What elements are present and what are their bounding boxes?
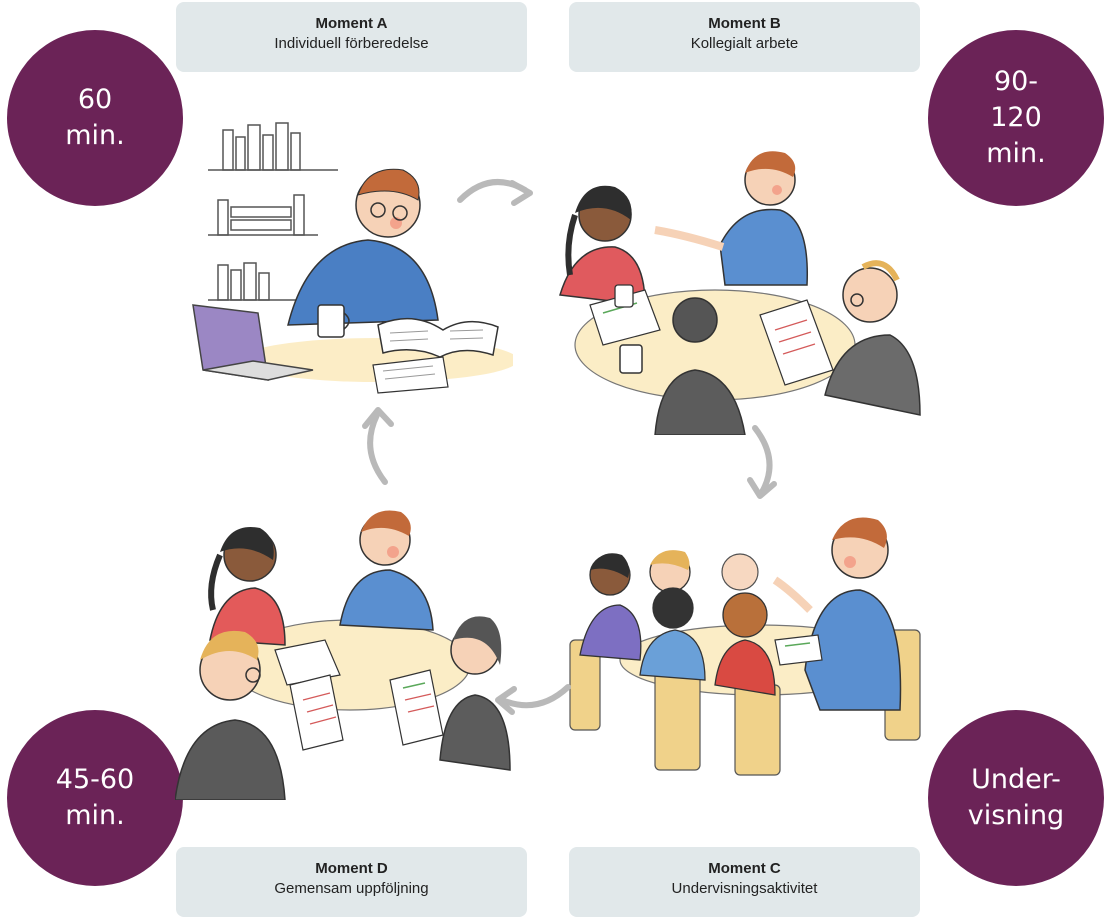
moment-c-title: Moment C bbox=[708, 860, 781, 877]
moment-c-box: Moment C Undervisningsaktivitet bbox=[569, 847, 920, 917]
illustration-shared-followup bbox=[175, 510, 511, 800]
moment-d-subtitle: Gemensam uppföljning bbox=[274, 880, 429, 897]
moment-b-box: Moment B Kollegialt arbete bbox=[569, 2, 920, 72]
moment-d-box: Moment D Gemensam uppföljning bbox=[176, 847, 527, 917]
duration-circle-d: 45-60 min. bbox=[7, 710, 183, 886]
moment-a-title: Moment A bbox=[315, 15, 388, 32]
duration-circle-c: Under- visning bbox=[928, 710, 1104, 886]
cycle-arrow-icon bbox=[457, 179, 533, 206]
moment-a-box: Moment A Individuell förberedelse bbox=[176, 2, 527, 72]
duration-circle-a: 60 min. bbox=[7, 30, 183, 206]
duration-circle-b: 90- 120 min. bbox=[928, 30, 1104, 206]
illustration-individual-preparation bbox=[192, 122, 513, 394]
moment-b-title: Moment B bbox=[708, 15, 781, 32]
moment-b-subtitle: Kollegialt arbete bbox=[690, 35, 799, 52]
moment-a-subtitle: Individuell förberedelse bbox=[274, 35, 429, 52]
moment-d-title: Moment D bbox=[315, 860, 388, 877]
cycle-arrow-icon bbox=[747, 425, 777, 499]
illustration-teaching-activity bbox=[569, 517, 921, 776]
cycle-arrow-icon bbox=[362, 407, 394, 485]
illustration-collegial-work bbox=[559, 151, 921, 435]
moment-c-subtitle: Undervisningsaktivitet bbox=[671, 880, 818, 897]
cycle-arrow-icon bbox=[495, 684, 571, 715]
